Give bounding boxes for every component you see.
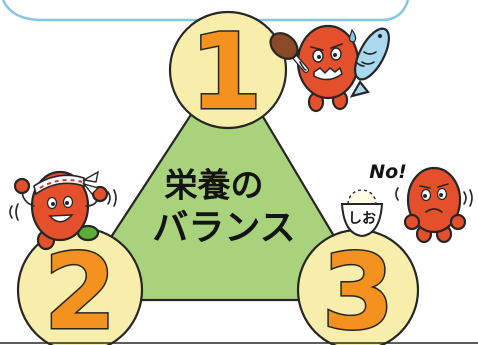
number-2: 2 bbox=[44, 231, 116, 345]
mascot-3-hand-left bbox=[403, 213, 421, 231]
number-3: 3 bbox=[322, 231, 394, 345]
mascot-3-mouth bbox=[425, 208, 443, 213]
balance-triangle bbox=[67, 55, 374, 302]
headband-ties bbox=[81, 170, 100, 196]
speech-no: No! bbox=[369, 161, 407, 183]
mascot-1-body bbox=[296, 24, 360, 100]
node-3: 3 bbox=[296, 228, 420, 345]
mascot-2-pupil-right bbox=[65, 201, 69, 205]
mascot-2-mouth bbox=[48, 214, 74, 223]
salt-bowl-icon: しお bbox=[340, 189, 384, 238]
mascot-2-motion-lines-right bbox=[107, 189, 117, 207]
mascot-2-pupil-left bbox=[51, 202, 55, 206]
mascot-1-mouth bbox=[313, 66, 343, 81]
center-label-line2: バランス bbox=[152, 208, 295, 249]
mascot-3-motion-lines-left bbox=[395, 187, 399, 201]
bowl bbox=[340, 203, 384, 238]
mascot-3-brows bbox=[419, 183, 449, 189]
bean-mascot-eating-icon bbox=[269, 24, 390, 113]
fish-scales bbox=[361, 51, 377, 65]
mascot-3-motion-lines-right bbox=[463, 189, 473, 207]
mascot-1-pupil-left bbox=[317, 55, 321, 59]
mascot-1-pupil-right bbox=[333, 53, 337, 57]
circle-1 bbox=[168, 10, 288, 130]
number-1: 1 bbox=[190, 11, 262, 133]
node-1: 1 bbox=[168, 10, 288, 135]
bowl-label: しお bbox=[348, 211, 376, 227]
bean-mascot-flexing-icon bbox=[9, 170, 117, 251]
mascot-2-motion-lines-left bbox=[9, 203, 19, 221]
mascot-2-fist-right bbox=[91, 185, 109, 203]
drumstick-meat bbox=[269, 32, 299, 60]
mascot-3-pupil-right bbox=[439, 193, 443, 197]
fish-eye bbox=[378, 34, 382, 38]
sweat-drop-icon bbox=[348, 28, 357, 43]
salt-pile bbox=[347, 189, 377, 205]
headband-stripe bbox=[39, 179, 83, 189]
bean-mascot-refusing-icon bbox=[395, 166, 473, 244]
mascot-2-fist-left bbox=[13, 177, 31, 195]
mascot-3-hand-right bbox=[449, 213, 467, 231]
node-2: 2 bbox=[16, 226, 144, 345]
center-label-line1: 栄養の bbox=[165, 166, 264, 205]
mascot-1-arms bbox=[299, 61, 365, 71]
mascot-3-pupil-left bbox=[423, 194, 427, 198]
mascot-1-brows bbox=[310, 43, 343, 51]
fish-tail bbox=[349, 80, 370, 98]
